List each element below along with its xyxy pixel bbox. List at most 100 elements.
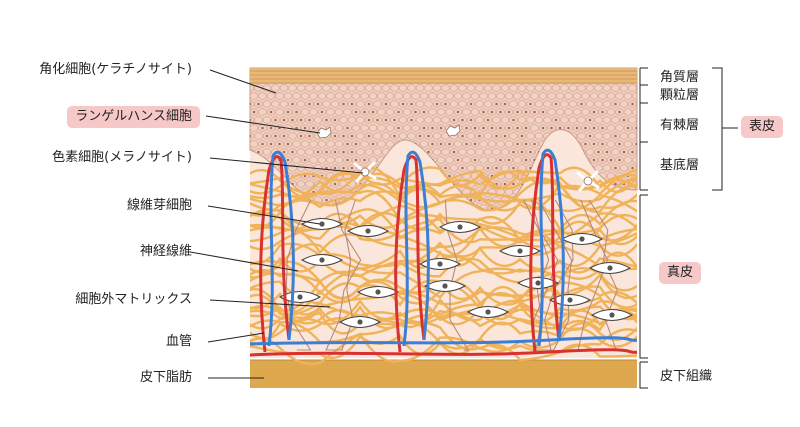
collagen-fiber (250, 166, 637, 200)
epidermal-cell (521, 124, 531, 132)
epidermal-cell (419, 124, 429, 132)
epidermal-cell (309, 108, 318, 116)
epidermal-cell (373, 100, 382, 108)
epidermal-cell (436, 92, 446, 100)
epidermal-cell (292, 92, 301, 100)
fibroblast-nucleus (485, 309, 491, 315)
epidermal-cell (509, 132, 518, 140)
epidermal-cell (275, 92, 284, 100)
epidermal-cell (479, 124, 488, 132)
cell-nucleus (503, 134, 507, 138)
epidermal-cell (398, 116, 408, 124)
epidermal-cell (475, 132, 484, 140)
epidermal-cell (470, 156, 480, 164)
epidermal-cell (279, 116, 289, 124)
epidermal-cell (351, 140, 361, 148)
epidermal-cell (458, 164, 467, 172)
epidermal-cell (300, 140, 310, 148)
cell-nucleus (308, 102, 311, 106)
cell-nucleus (257, 102, 260, 106)
epidermal-cell (585, 100, 595, 108)
epidermal-cell (619, 132, 629, 140)
epidermal-cell (377, 140, 386, 148)
cell-nucleus (342, 102, 345, 106)
epidermal-cell (415, 100, 425, 108)
epidermal-cell (504, 156, 514, 164)
epidermal-cell (589, 124, 599, 132)
cell-nucleus (554, 102, 558, 106)
cell-nucleus (614, 134, 617, 138)
cell-nucleus (626, 126, 630, 130)
epidermal-cell (594, 148, 603, 156)
epidermal-cell (462, 124, 471, 132)
epidermal-cell (266, 92, 276, 100)
epidermal-cell (441, 116, 450, 124)
epidermal-cell (424, 132, 433, 140)
cell-nucleus (461, 166, 464, 170)
epidermal-cell (296, 148, 306, 156)
leader-line (209, 299, 331, 308)
collagen-fiber (250, 301, 637, 332)
epidermal-cell (279, 100, 289, 108)
cell-nucleus (495, 134, 498, 138)
cell-nucleus (631, 166, 634, 170)
epidermal-cell (407, 116, 416, 124)
epidermal-cell (534, 84, 544, 92)
cell-nucleus (354, 110, 358, 114)
epidermal-cell (254, 132, 263, 140)
epidermal-cell (300, 156, 310, 164)
epidermal-cell (296, 84, 306, 92)
cell-nucleus (461, 134, 464, 138)
epidermal-cell (560, 100, 569, 108)
epidermal-cell (628, 148, 637, 156)
fibroblast-nucleus (607, 265, 613, 271)
epidermal-cell (513, 92, 522, 100)
cell-nucleus (261, 142, 264, 146)
epidermal-cell (279, 132, 289, 140)
epidermal-cell (483, 148, 493, 156)
epidermal-cell (530, 108, 539, 116)
epidermal-cell (598, 156, 607, 164)
epidermal-cell (436, 108, 446, 116)
cell-nucleus (495, 102, 498, 106)
cell-nucleus (490, 126, 494, 130)
epidermal-cell (432, 84, 442, 92)
cell-nucleus (350, 150, 354, 154)
epidermal-cell (402, 92, 412, 100)
cell-nucleus (295, 110, 298, 114)
cell-nucleus (622, 150, 626, 154)
special-cells (316, 124, 600, 192)
epidermal-cell (487, 156, 497, 164)
epidermal-cell (568, 84, 578, 92)
epidermal-cell (555, 92, 565, 100)
cell-nucleus (473, 126, 477, 130)
label-dermis: 真皮 (659, 262, 702, 284)
cell-nucleus (265, 134, 269, 138)
epidermal-cell (428, 92, 437, 100)
epidermal-cell (347, 84, 357, 92)
epidermal-cell (623, 124, 633, 132)
epidermal-cell (279, 84, 289, 92)
epidermal-cell (509, 116, 518, 124)
epidermal-cell (364, 116, 374, 124)
epidermal-cell (530, 124, 539, 132)
cell-nucleus (635, 126, 637, 130)
epidermal-cell (309, 156, 318, 164)
epidermal-cell (339, 100, 348, 108)
cell-nucleus (452, 118, 456, 122)
epidermal-cell (479, 108, 488, 116)
cell-nucleus (507, 110, 511, 114)
epidermal-cell (551, 100, 561, 108)
epidermal-cell (504, 124, 514, 132)
epidermal-cell (313, 84, 323, 92)
epidermal-cell (419, 108, 429, 116)
epidermal-cell (343, 92, 352, 100)
epidermal-cell (292, 156, 301, 164)
label-langerhans-cell: ランゲルハンス細胞 (67, 106, 200, 128)
cell-nucleus (601, 110, 604, 114)
epidermal-cell (453, 140, 463, 148)
fibroblast-nucleus (319, 221, 325, 227)
cell-nucleus (520, 150, 524, 154)
cell-nucleus (507, 158, 511, 162)
cell-nucleus (308, 134, 311, 138)
